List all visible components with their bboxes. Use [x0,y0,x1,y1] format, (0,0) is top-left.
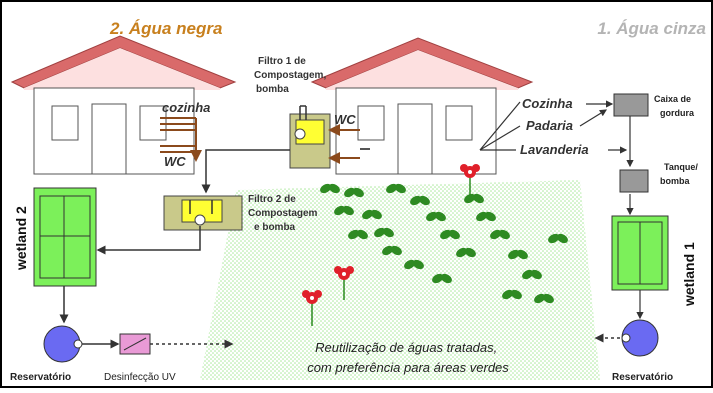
right-wc-pipes [328,124,360,164]
filter-1 [289,105,331,169]
title-grey-water: 1. Água cinza [597,19,706,38]
wetland-2-label: wetland 2 [13,206,29,271]
wetland-2 [33,187,97,287]
wetland-1-label: wetland 1 [681,242,697,307]
left-house-window [51,105,79,141]
reuse-text: Reutilização de águas tratadas, com pref… [307,340,509,375]
left-wc-label: WC [164,154,186,169]
uv-label: Desinfecção UV [104,372,176,383]
plants [302,164,570,326]
grey-water-pipes [479,100,644,320]
flower-icon [302,164,480,304]
right-wc-label: WC [334,112,356,127]
left-house-door [91,103,127,175]
right-house-window [357,105,385,141]
reservoir-left-label: Reservatório [10,372,71,383]
right-house-door [397,103,433,175]
left-kitchen-label: cozinha [162,100,210,115]
right-house-window [445,105,473,141]
left-house-pipes [160,117,202,162]
grease-box-label: Caixa de gordura [654,94,695,118]
grey-water-sources: Cozinha Padaria Lavanderia [520,96,589,157]
wetland-2-box [33,187,97,287]
pipe-filter2-to-wetland2 [96,226,201,255]
title-black-water: 2. Água negra [109,19,222,38]
filter-2-label: Filtro 2 de Compostagem e bomba [248,194,320,233]
pipe-filter1-to-filter2 [201,149,290,194]
right-house [310,37,534,175]
filter-1-label: Filtro 1 de Compostagem, bomba [254,56,329,95]
green-area [200,180,600,380]
grease-box [613,93,649,117]
filter-2 [163,195,243,231]
wetland-1 [611,215,669,291]
pump-icon [294,128,306,140]
tank [619,169,649,193]
tank-label: Tanque/ bomba [660,162,700,186]
pump-icon [194,214,206,226]
reservoir-right-label: Reservatório [612,372,673,383]
